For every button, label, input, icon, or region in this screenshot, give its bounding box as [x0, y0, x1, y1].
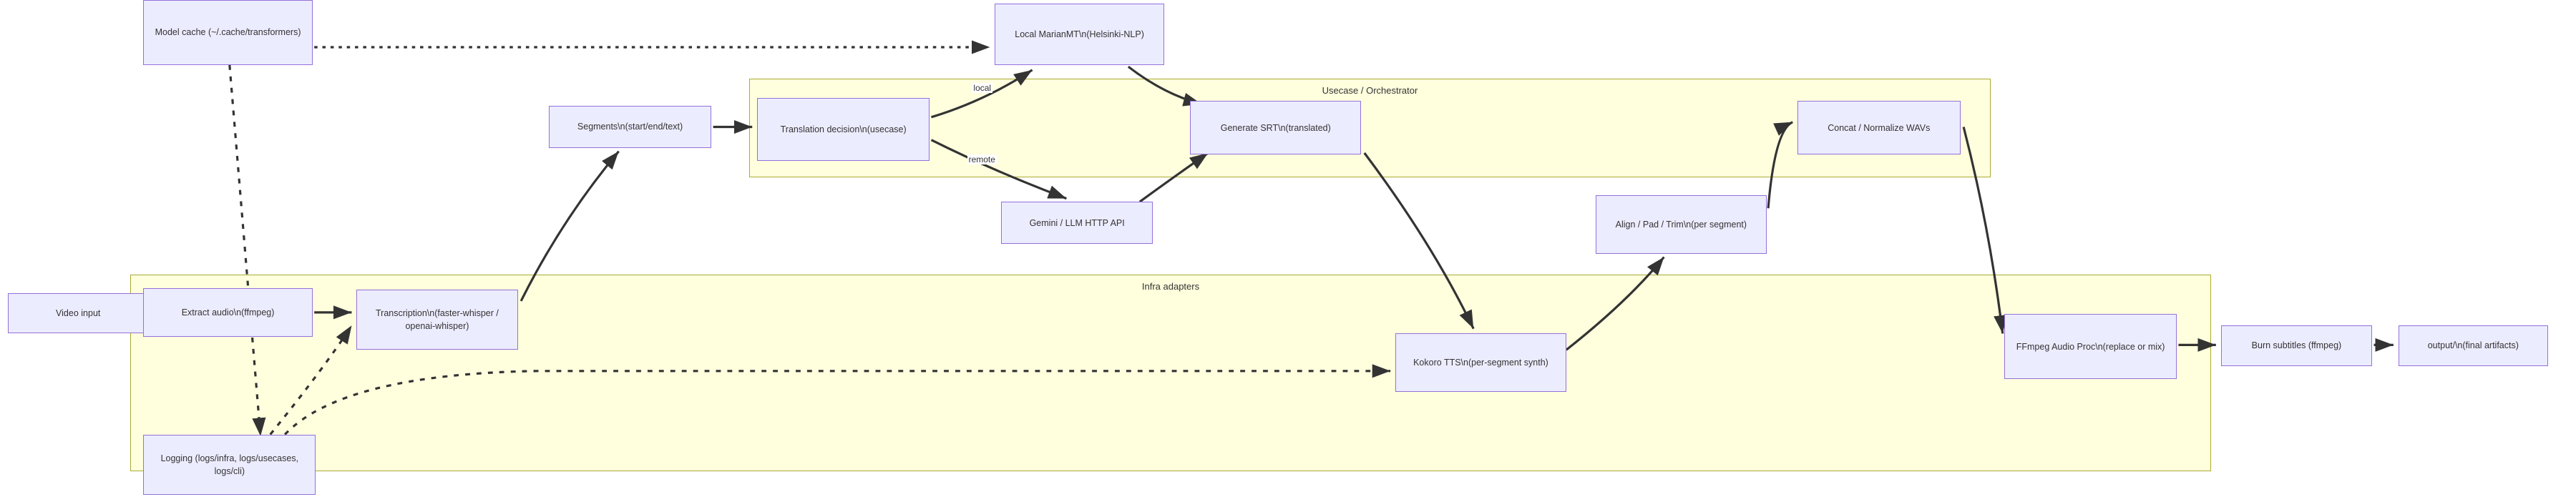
- node-burn-subtitles-label: Burn subtitles (ffmpeg): [2251, 340, 2342, 351]
- node-generate-srt-label: Generate SRT\n(translated): [1220, 122, 1331, 133]
- edge-logging-to-kokoro: [284, 364, 1391, 435]
- node-gemini-llm-http-api-label: Gemini / LLM HTTP API: [1029, 217, 1125, 228]
- edge-translation-to-marian-local: [931, 69, 1033, 119]
- node-extract-audio[interactable]: Extract audio\n(ffmpeg): [143, 287, 313, 337]
- edge-concat-to-ffmpeg-audio: [1962, 127, 2008, 334]
- node-local-marianmt[interactable]: Local MarianMT\n(Helsinki-NLP): [995, 3, 1164, 65]
- node-transcription-label: Transcription\n(faster-whisper / openai-…: [376, 307, 499, 332]
- edge-label-remote: remote: [967, 154, 997, 165]
- node-video-input[interactable]: Video input: [8, 292, 149, 334]
- node-ffmpeg-audio-proc-label: FFmpeg Audio Proc\n(replace or mix): [2016, 341, 2165, 352]
- node-align-pad-trim-label: Align / Pad / Trim\n(per segment): [1615, 219, 1747, 230]
- node-concat-normalize-wavs[interactable]: Concat / Normalize WAVs: [1797, 101, 1961, 155]
- subgraph-infra-title: Infra adapters: [1141, 281, 1200, 292]
- node-transcription[interactable]: Transcription\n(faster-whisper / openai-…: [356, 290, 518, 350]
- node-logging-label: Logging (logs/infra, logs/usecases, logs…: [160, 453, 299, 476]
- node-ffmpeg-audio-proc[interactable]: FFmpeg Audio Proc\n(replace or mix): [2004, 314, 2177, 380]
- edge-translation-to-gemini-remote: [930, 139, 1067, 200]
- node-translation-decision-label: Translation decision\n(usecase): [780, 124, 907, 134]
- node-kokoro-tts[interactable]: Kokoro TTS\n(per-segment synth): [1395, 333, 1566, 393]
- edge-marian-to-generate-srt: [1127, 66, 1202, 107]
- node-align-pad-trim[interactable]: Align / Pad / Trim\n(per segment): [1595, 195, 1767, 254]
- edge-transcription-to-segments: [519, 150, 620, 302]
- edge-generate-srt-to-kokoro: [1363, 152, 1475, 330]
- node-burn-subtitles[interactable]: Burn subtitles (ffmpeg): [2220, 325, 2373, 366]
- node-output-final-artifacts[interactable]: output/\n(final artifacts): [2398, 325, 2548, 366]
- node-model-cache[interactable]: Model cache (~/.cache/transformers): [143, 0, 313, 66]
- node-kokoro-tts-label: Kokoro TTS\n(per-segment synth): [1413, 358, 1548, 368]
- node-extract-audio-label: Extract audio\n(ffmpeg): [181, 307, 275, 318]
- node-local-marianmt-label: Local MarianMT\n(Helsinki-NLP): [1015, 29, 1144, 39]
- node-logging[interactable]: Logging (logs/infra, logs/usecases, logs…: [143, 434, 316, 495]
- node-translation-decision[interactable]: Translation decision\n(usecase): [757, 97, 930, 162]
- subgraph-usecase-title: Usecase / Orchestrator: [1322, 85, 1418, 96]
- node-concat-normalize-wavs-label: Concat / Normalize WAVs: [1828, 122, 1931, 133]
- edge-logging-to-transcription: [269, 325, 353, 435]
- edge-model-cache-to-logging: [228, 64, 266, 436]
- node-segments[interactable]: Segments\n(start/end/text): [548, 105, 712, 149]
- node-video-input-label: Video input: [56, 307, 101, 318]
- node-generate-srt[interactable]: Generate SRT\n(translated): [1190, 101, 1362, 155]
- edge-align-to-concat: [1767, 121, 1794, 209]
- edge-kokoro-to-align: [1565, 256, 1665, 351]
- edge-label-local: local: [972, 83, 993, 94]
- node-segments-label: Segments\n(start/end/text): [577, 122, 683, 132]
- node-gemini-llm-http-api[interactable]: Gemini / LLM HTTP API: [1001, 202, 1153, 245]
- node-output-final-artifacts-label: output/\n(final artifacts): [2427, 340, 2519, 351]
- edge-gemini-to-generate-srt: [1138, 152, 1209, 203]
- node-model-cache-label: Model cache (~/.cache/transformers): [155, 27, 301, 38]
